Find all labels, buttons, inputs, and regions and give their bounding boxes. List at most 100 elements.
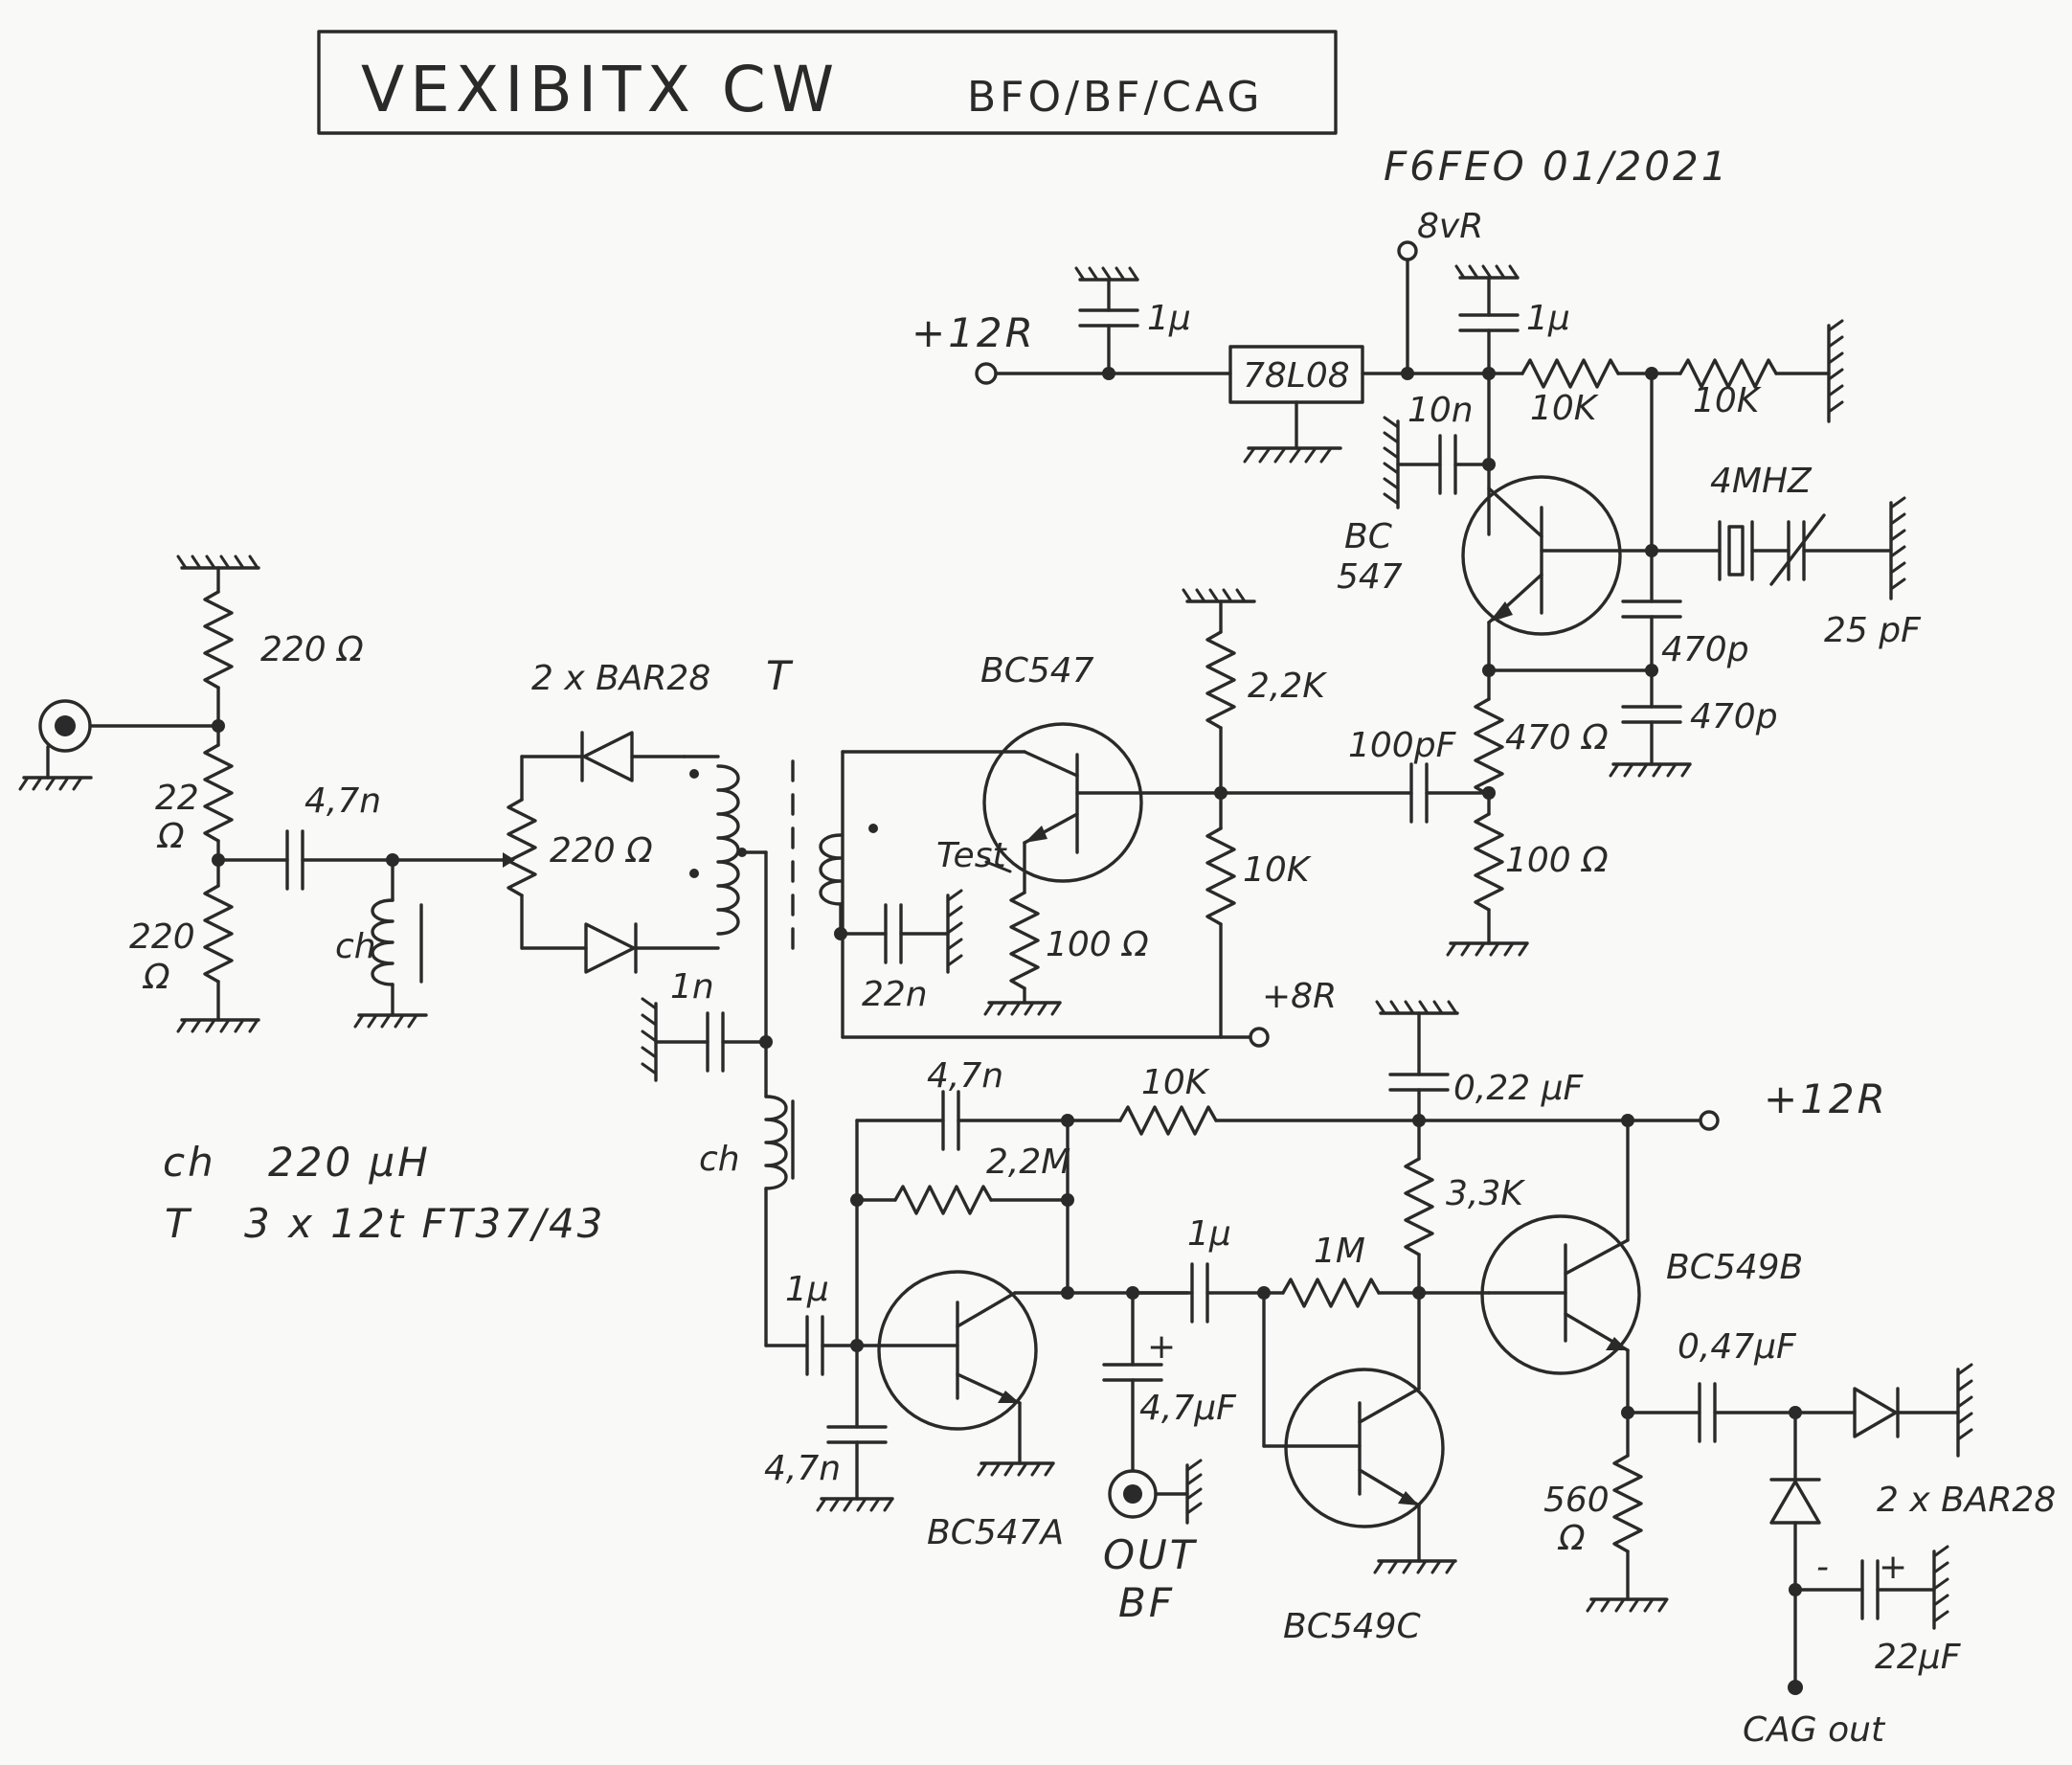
r-560-label-b: Ω [1557,1519,1586,1558]
r-div1-label: 10K [1530,389,1599,428]
ch-mid-label: ch [699,1140,740,1179]
author-date: F6FEO 01/2021 [1384,143,1729,190]
c-reg-out-label: 1μ [1526,299,1570,338]
r-10k-top-label: 10K [1141,1063,1210,1102]
c-100pf-label: 100pF [1348,726,1457,765]
bfo-buffer: 100pF 2,2K 10K +8R BC547 [819,588,1491,1048]
note-ch-symbol: ch [163,1139,216,1186]
ground-symbol [176,1018,260,1033]
r-22-label-b: Ω [156,817,185,856]
bfo-label-num: 547 [1337,557,1403,597]
regulator-label: 78L08 [1243,356,1350,396]
note-t-value: 3 x 12t FT37/43 [244,1200,605,1247]
title-text: VEXIBITX CW [361,53,840,126]
r-2m2-label: 2,2M [986,1143,1070,1182]
label-8vr: 8vR [1417,207,1483,246]
r-div2-label: 10K [1693,381,1762,420]
c-4u7-plus: + [1147,1327,1176,1367]
transistor-preamp-bc547a [877,1270,1070,1431]
r-22-label-a: 22 [155,779,199,818]
subtitle-text: BFO/BF/CAG [967,73,1263,122]
bfo-oscillator: 10K 10K 10n [1337,319,1922,957]
r-1m-label: 1M [1314,1232,1365,1271]
ground-symbol [18,776,93,791]
buffer-label: BC547 [980,651,1094,690]
ground-symbol [977,1461,1055,1477]
r-220-bot-label-b: Ω [142,958,170,997]
c-10n-label: 10n [1408,391,1474,430]
ground-symbol [1383,416,1400,509]
c-4n7-gnd-label: 4,7n [764,1449,841,1488]
label-12r-top: +12R [912,309,1036,356]
r-470-label: 470 Ω [1505,718,1609,758]
out-bf-label-a: OUT [1103,1531,1198,1578]
ground-symbol [176,554,260,570]
transistor-bfo-bc547 [1461,475,1654,636]
transistor-buffer-bc547 [982,722,1223,883]
r-100-bfo-label: 100 Ω [1505,841,1609,880]
terminal-8vr[interactable] [1397,240,1418,261]
c-reg-in-label: 1μ [1147,299,1191,338]
ground-symbol [1586,1597,1669,1613]
ground-symbol [1932,1545,1949,1630]
ground-symbol [1243,446,1342,464]
agc-diodes-label: 2 x BAR28 [1877,1481,2056,1520]
c-22u-plus: + [1879,1548,1907,1587]
ground-symbol [1889,496,1906,600]
r-560-label-a: 560 [1543,1481,1610,1520]
bfo-label-bc: BC [1344,517,1393,556]
ground-symbol [1182,588,1256,603]
r-220-bot-label-a: 220 [129,917,195,957]
regulator-section: +12R 1μ 78L08 8vR [912,207,1570,464]
ground-symbol [1074,266,1139,282]
transistor-output-bc549b [1480,1214,1641,1375]
ground-symbol [1454,264,1520,280]
r-220-top-label: 220 Ω [260,630,364,669]
r-100-buf-label: 100 Ω [1046,925,1149,964]
transformer-label: T [766,652,794,699]
ground-symbol [816,1497,894,1512]
preamp-label: BC547A [927,1513,1064,1552]
ground-symbol [1609,762,1692,778]
ground-symbol [1446,941,1529,957]
agc-output: 0,22 μF +12R 3,3K BC549B [1283,1000,2056,1750]
label-12r-bottom: +12R [1764,1075,1888,1122]
c-1n-label: 1n [670,967,714,1007]
output-transistor-label: BC549B [1666,1248,1803,1287]
label-8r: +8R [1262,977,1337,1016]
audio-preamp: 1μ 4,7n 4,7n 2,2M 10K [764,1056,1701,1626]
notes: ch 220 μH T 3 x 12t FT37/43 [163,1139,605,1247]
transistor-agc-bc549c [1284,1291,1445,1528]
c-22n-label: 22n [862,975,928,1014]
r-2k2-label: 2,2K [1248,667,1327,706]
diode-bar28-agc-lower [1769,1478,1821,1525]
ground-symbol [1373,1559,1457,1574]
diode-bar28-upper [580,731,634,782]
input-terminal-12r[interactable] [975,362,998,385]
ground-symbol [1375,1000,1459,1015]
title-frame [317,30,1338,135]
input-mixer: 220 Ω 22 Ω 220 Ω 4,7n ch [18,554,809,1347]
c-470p-1-label: 470p [1661,630,1749,669]
ground-symbol [1956,1363,1973,1458]
ground-symbol [641,997,658,1082]
terminal-12r-bottom[interactable] [1699,1110,1720,1131]
cag-out-terminal[interactable] [1788,1680,1803,1695]
c-22u-label: 22μF [1875,1638,1962,1677]
crystal-label: 4MHZ [1710,462,1813,501]
out-bf-label-b: BF [1118,1579,1175,1626]
c-22u-minus: - [1816,1548,1829,1587]
terminal-8r[interactable] [1249,1027,1270,1048]
mixer-diodes-label: 2 x BAR28 [531,659,710,698]
ground-symbol [946,889,963,974]
ground-symbol [1827,319,1844,423]
note-ch-value: 220 μH [268,1139,431,1186]
r-3k3-label: 3,3K [1446,1174,1525,1213]
crystal-4mhz [1718,520,1754,581]
ch-in-label: ch [335,927,376,966]
note-t-symbol: T [165,1200,192,1247]
agc-transistor-label: BC549C [1283,1607,1422,1646]
cag-out-label: CAG out [1743,1710,1886,1750]
